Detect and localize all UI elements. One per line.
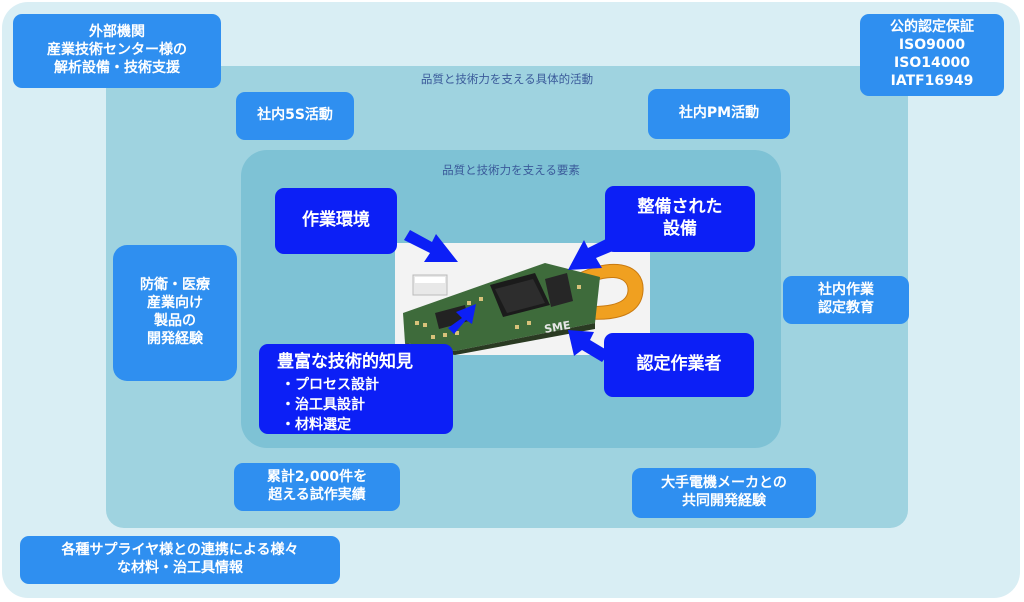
- certification-iatf16949: IATF16949: [890, 72, 974, 89]
- defense-line-4: 開発経験: [147, 330, 203, 347]
- work-environment-box: 作業環境: [275, 188, 397, 254]
- equipment-box: 整備された 設備: [605, 186, 755, 252]
- certification-title: 公的認定保証: [890, 19, 974, 36]
- supplier-info-box: 各種サプライヤ様との連携による様々 な材料・治工具情報: [20, 536, 340, 584]
- external-line-1: 外部機関: [89, 24, 145, 41]
- defense-medical-box: 防衛・医療 産業向け 製品の 開発経験: [113, 245, 237, 381]
- five-s-box: 社内5S活動: [236, 92, 354, 140]
- pm-activity-label: 社内PM活動: [678, 105, 760, 122]
- arrow-knowledge: [448, 304, 476, 334]
- supplier-line-2: な材料・治工具情報: [117, 560, 243, 576]
- joint-line-1: 大手電機メーカとの: [661, 475, 787, 492]
- elements-caption: 品質と技術力を支える要素: [442, 163, 580, 177]
- external-line-2: 産業技術センター様の: [47, 42, 187, 59]
- equipment-line-1: 整備された: [637, 197, 723, 218]
- external-support-box: 外部機関 産業技術センター様の 解析設備・技術支援: [13, 14, 221, 88]
- training-box: 社内作業 認定教育: [783, 276, 909, 324]
- arrow-workers: [568, 330, 610, 362]
- technical-knowledge-box: 豊富な技術的知見 ・プロセス設計 ・治工具設計 ・材料選定: [259, 344, 453, 434]
- knowledge-title: 豊富な技術的知見: [277, 352, 413, 372]
- prototype-line-1: 累計2,000件を: [266, 469, 368, 486]
- five-s-label: 社内5S活動: [257, 107, 333, 124]
- certified-workers-box: 認定作業者: [604, 333, 754, 397]
- pcb-marking: SME: [543, 319, 571, 336]
- joint-line-2: 共同開発経験: [682, 493, 766, 509]
- certified-workers-label: 認定作業者: [636, 354, 722, 375]
- joint-development-box: 大手電機メーカとの 共同開発経験: [632, 468, 816, 518]
- certification-iso9000: ISO9000: [898, 37, 966, 54]
- training-line-2: 認定教育: [818, 300, 874, 316]
- defense-line-3: 製品の: [154, 313, 196, 329]
- arrow-environment: [404, 230, 458, 262]
- training-line-1: 社内作業: [818, 282, 874, 299]
- certification-iso14000: ISO14000: [894, 55, 970, 71]
- certification-box: 公的認定保証 ISO9000 ISO14000 IATF16949: [860, 14, 1004, 96]
- knowledge-item-process: ・プロセス設計: [281, 376, 379, 393]
- knowledge-item-jig: ・治工具設計: [281, 396, 365, 413]
- activities-caption: 品質と技術力を支える具体的活動: [420, 72, 594, 86]
- pm-activity-box: 社内PM活動: [648, 89, 790, 139]
- prototype-line-2: 超える試作実績: [268, 487, 366, 503]
- equipment-line-2: 設備: [663, 219, 697, 239]
- work-environment-label: 作業環境: [302, 210, 370, 231]
- knowledge-item-material: ・材料選定: [281, 416, 351, 433]
- prototype-record-box: 累計2,000件を 超える試作実績: [234, 463, 400, 511]
- defense-line-1: 防衛・医療: [140, 277, 210, 294]
- external-line-3: 解析設備・技術支援: [54, 59, 180, 76]
- defense-line-2: 産業向け: [147, 295, 203, 312]
- supplier-line-1: 各種サプライヤ様との連携による様々: [61, 542, 299, 559]
